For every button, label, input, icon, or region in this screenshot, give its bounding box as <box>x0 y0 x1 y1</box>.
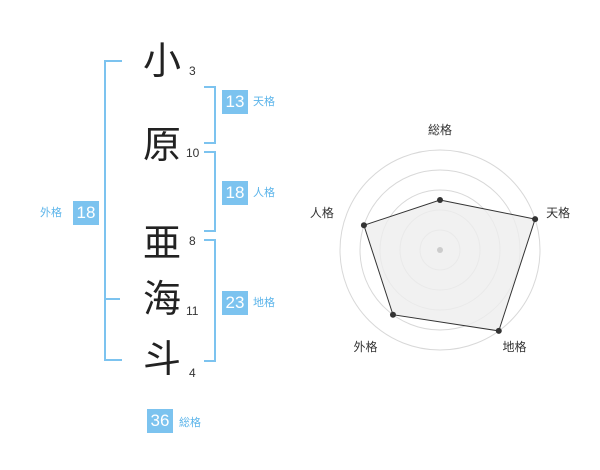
gaikaku-label: 外格 <box>40 206 62 219</box>
name-char-3: 亜 <box>142 221 181 265</box>
stroke-count-4: 11 <box>186 304 199 318</box>
radar-point-5 <box>360 222 367 229</box>
radar-point-2 <box>532 216 539 223</box>
radar-axis-label-1: 総格 <box>428 122 452 137</box>
radar-axis-label-3: 地格 <box>503 339 527 354</box>
jinkaku-bracket <box>204 151 216 232</box>
chikaku-bracket <box>204 239 216 362</box>
soukaku-value: 36 <box>147 409 173 433</box>
radar-point-1 <box>437 197 443 203</box>
stroke-count-3: 8 <box>189 234 196 248</box>
radar-polygon <box>363 199 536 332</box>
name-char-5: 斗 <box>142 337 181 381</box>
radar-point-4 <box>389 311 396 318</box>
tenkaku-value: 13 <box>222 90 248 114</box>
tenkaku-label: 天格 <box>253 95 275 108</box>
stroke-count-2: 10 <box>186 146 200 160</box>
name-char-4: 海 <box>142 277 181 321</box>
radar-point-3 <box>495 327 502 334</box>
radar-axis-label-5: 人格 <box>310 205 334 220</box>
outer-bracket-divider <box>104 298 120 300</box>
soukaku-label: 総格 <box>179 416 201 429</box>
outer-bracket <box>104 60 122 361</box>
jinkaku-label: 人格 <box>253 186 275 199</box>
name-char-1: 小 <box>142 39 181 83</box>
radar-axis-label-4: 外格 <box>353 339 377 354</box>
radar-axis-label-2: 天格 <box>546 205 570 220</box>
stroke-count-1: 3 <box>189 64 196 78</box>
radar-center <box>437 247 443 253</box>
tenkaku-bracket <box>204 86 216 144</box>
name-char-2: 原 <box>142 123 181 167</box>
jinkaku-value: 18 <box>222 181 248 205</box>
gaikaku-value: 18 <box>73 201 99 225</box>
chikaku-label: 地格 <box>253 296 275 309</box>
chikaku-value: 23 <box>222 291 248 315</box>
stroke-count-5: 4 <box>189 366 196 380</box>
radar-ring <box>339 149 541 351</box>
